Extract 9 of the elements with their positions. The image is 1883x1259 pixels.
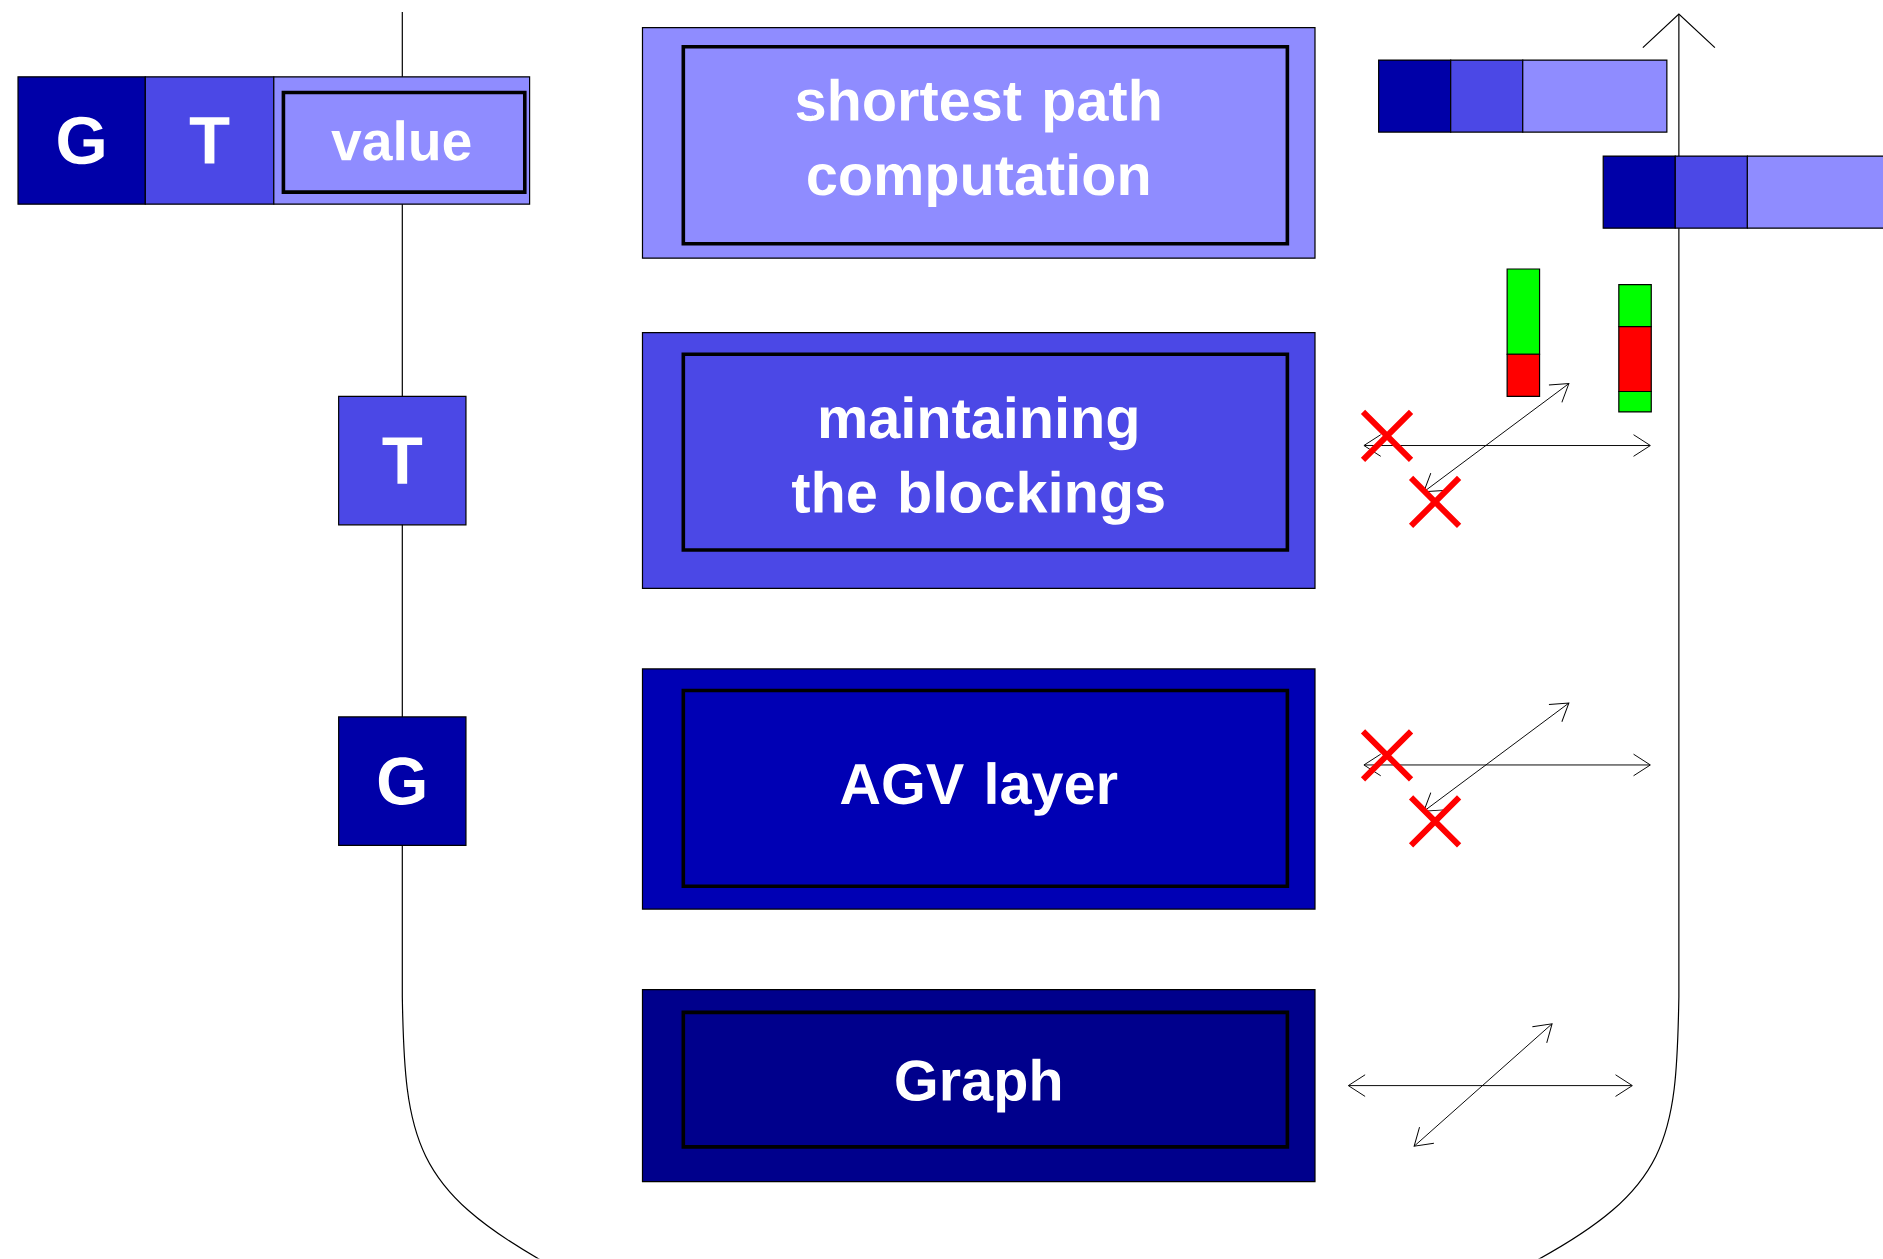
token-box: T (338, 395, 467, 526)
packet-cell: T (144, 76, 275, 205)
packet-cell: value (273, 76, 531, 205)
layer-box: AGV layer (641, 668, 1316, 910)
layer-box: shortest path computation (641, 27, 1316, 259)
layer-box: maintaining the blockings (641, 332, 1316, 590)
packet-cell: G (17, 76, 146, 205)
layer-box: Graph (641, 989, 1316, 1183)
token-box: G (338, 716, 467, 847)
